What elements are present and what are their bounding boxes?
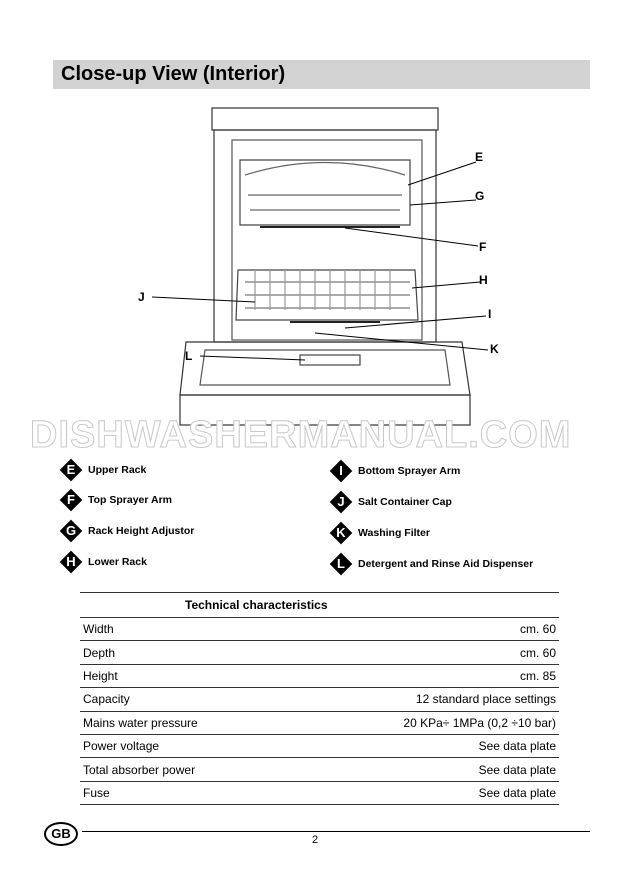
callout-g: G (475, 189, 485, 203)
page-number: 2 (312, 834, 319, 846)
section-header: Close-up View (Interior) (53, 60, 590, 89)
diamond-e-icon: E (60, 459, 82, 481)
gb-language-badge: GB (44, 822, 78, 846)
diamond-l-icon: L (330, 553, 352, 575)
diamond-g-icon: G (60, 520, 82, 542)
diamond-i-icon: I (330, 460, 352, 482)
footer-divider (82, 831, 590, 832)
diamond-j-icon: J (330, 491, 352, 513)
callout-j: J (138, 290, 145, 304)
callout-f: F (479, 240, 487, 254)
diamond-f-icon: F (60, 489, 82, 511)
callout-i: I (488, 307, 492, 321)
diamond-h-icon: H (60, 551, 82, 573)
watermark: DISHWASHERMANUAL.COM (29, 414, 572, 456)
table-header: Technical characteristics (80, 592, 559, 618)
page-title: Close-up View (Interior) (61, 63, 286, 85)
callout-h: H (479, 273, 488, 287)
callout-k: K (490, 342, 499, 356)
callout-l: L (185, 349, 193, 363)
diamond-k-icon: K (330, 522, 352, 544)
callout-e: E (475, 150, 484, 164)
